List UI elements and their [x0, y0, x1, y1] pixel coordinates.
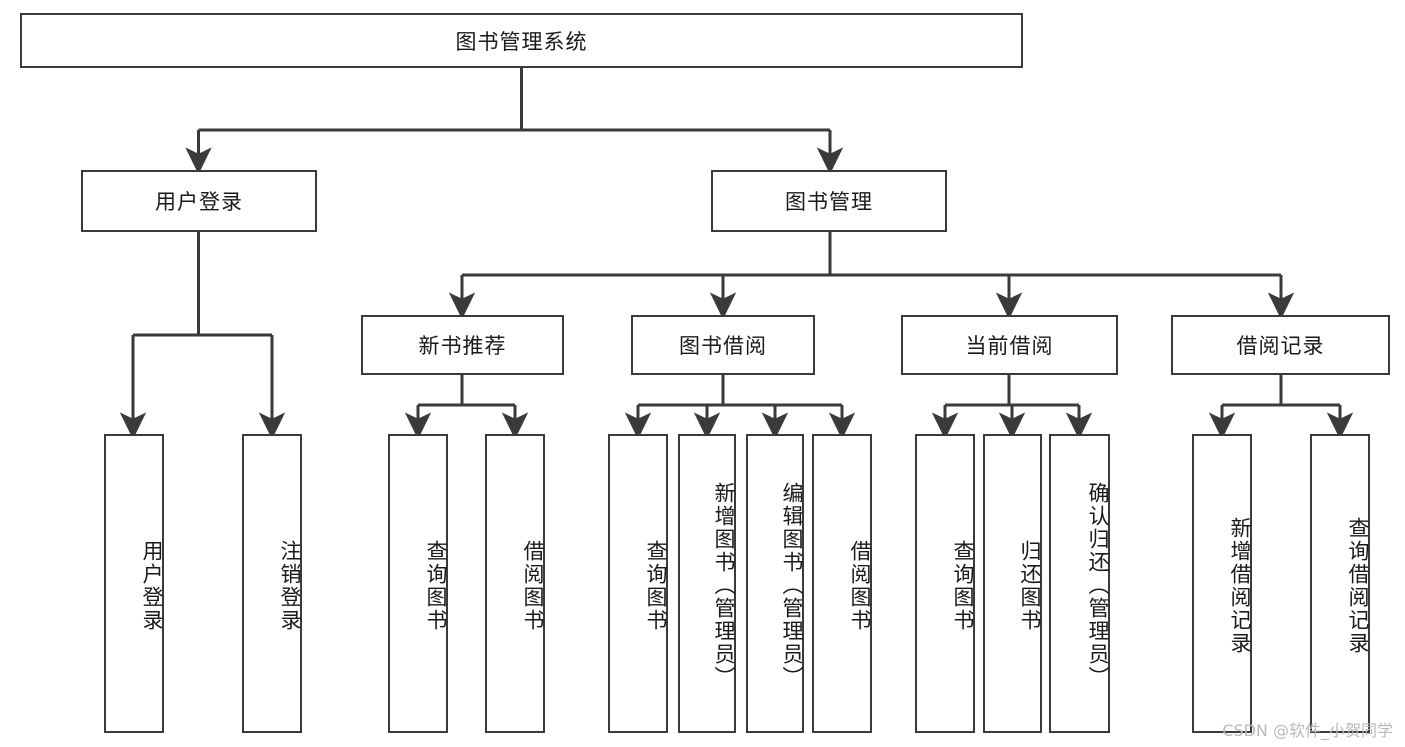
node-label: 注销登录 — [278, 539, 301, 632]
node-leaf-user-login[interactable]: 用户登录 — [104, 434, 164, 733]
node-label: 查询图书 — [644, 539, 667, 632]
node-label: 查询图书 — [951, 539, 974, 632]
node-label: 确认归还（管理员） — [1086, 482, 1109, 689]
node-leaf-query-book-3[interactable]: 查询图书 — [915, 434, 975, 733]
node-leaf-user-logout[interactable]: 注销登录 — [242, 434, 302, 733]
node-label: 新书推荐 — [418, 335, 507, 358]
node-label: 图书管理 — [785, 191, 873, 214]
node-label: 新增图书（管理员） — [712, 482, 735, 689]
node-label: 借阅记录 — [1236, 335, 1325, 358]
node-leaf-confirm-return[interactable]: 确认归还（管理员） — [1049, 434, 1110, 733]
node-leaf-edit-book[interactable]: 编辑图书（管理员） — [746, 434, 804, 733]
node-current-borrow[interactable]: 当前借阅 — [901, 315, 1118, 375]
node-label: 借阅图书 — [848, 539, 871, 632]
node-leaf-return-book[interactable]: 归还图书 — [983, 434, 1042, 733]
node-leaf-query-record[interactable]: 查询借阅记录 — [1310, 434, 1370, 733]
node-label: 编辑图书（管理员） — [780, 482, 803, 689]
node-leaf-query-book-1[interactable]: 查询图书 — [388, 434, 448, 733]
node-new-book-recommend[interactable]: 新书推荐 — [361, 315, 564, 375]
node-label: 用户登录 — [140, 539, 163, 632]
node-leaf-add-record[interactable]: 新增借阅记录 — [1192, 434, 1252, 733]
node-leaf-query-book-2[interactable]: 查询图书 — [608, 434, 668, 733]
node-label: 新增借阅记录 — [1228, 516, 1251, 655]
node-leaf-borrow-book-1[interactable]: 借阅图书 — [485, 434, 545, 733]
node-leaf-add-book[interactable]: 新增图书（管理员） — [678, 434, 736, 733]
node-label: 图书借阅 — [679, 335, 767, 358]
node-leaf-borrow-book-2[interactable]: 借阅图书 — [812, 434, 872, 733]
node-book-borrow[interactable]: 图书借阅 — [631, 315, 815, 375]
node-user-login[interactable]: 用户登录 — [81, 170, 317, 232]
node-book-management[interactable]: 图书管理 — [711, 170, 947, 232]
node-root-system[interactable]: 图书管理系统 — [20, 13, 1023, 68]
node-label: 当前借阅 — [965, 335, 1054, 358]
node-borrow-record[interactable]: 借阅记录 — [1171, 315, 1390, 375]
node-label: 查询借阅记录 — [1346, 516, 1369, 655]
node-label: 借阅图书 — [521, 539, 544, 632]
node-label: 归还图书 — [1018, 539, 1041, 632]
node-label: 查询图书 — [424, 539, 447, 632]
node-label: 用户登录 — [155, 191, 243, 214]
node-label: 图书管理系统 — [455, 30, 588, 54]
watermark-text: CSDN @软件_小贺同学 — [1222, 721, 1393, 740]
